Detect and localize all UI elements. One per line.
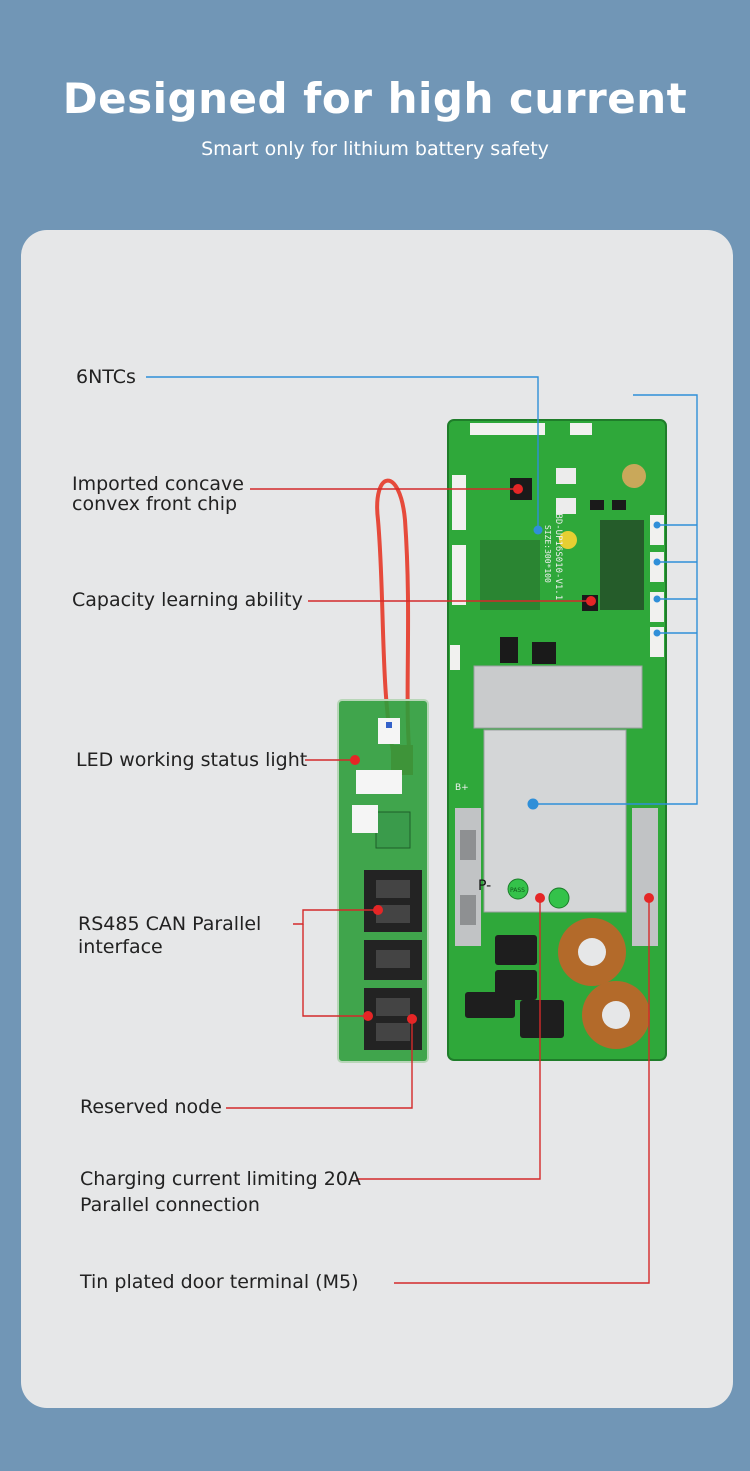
svg-text:JBD-UP16S010-V1.1: JBD-UP16S010-V1.1 bbox=[553, 508, 563, 600]
callout-led: LED working status light bbox=[76, 749, 308, 771]
callout-reserved: Reserved node bbox=[80, 1096, 222, 1118]
page-subtitle: Smart only for lithium battery safety bbox=[201, 138, 549, 160]
callout-tin-terminal: Tin plated door terminal (M5) bbox=[80, 1271, 359, 1293]
callout-ntc: 6NTCs bbox=[76, 366, 136, 388]
communication-board bbox=[337, 699, 429, 1063]
svg-text:P-: P- bbox=[478, 878, 491, 894]
ntc-wire bbox=[375, 478, 412, 761]
callout-capacity: Capacity learning ability bbox=[72, 589, 303, 611]
callout-charging-line1: Charging current limiting 20A bbox=[80, 1168, 361, 1190]
red-leader-lines bbox=[226, 488, 650, 1284]
callout-charging-line2: Parallel connection bbox=[80, 1194, 260, 1216]
callout-chip-line1: Imported concave bbox=[72, 473, 244, 495]
callout-rs485-line2: interface bbox=[78, 936, 163, 958]
ntc-marker-dots bbox=[527, 521, 661, 810]
svg-text:PASS: PASS bbox=[510, 887, 525, 894]
ntc-leader-lines bbox=[146, 376, 698, 805]
callout-rs485-line1: RS485 CAN Parallel bbox=[78, 913, 262, 935]
svg-text:SIZE:300*100: SIZE:300*100 bbox=[543, 525, 552, 583]
callout-chip-line2: convex front chip bbox=[72, 493, 238, 515]
page-title: Designed for high current bbox=[62, 74, 688, 123]
svg-text:B+: B+ bbox=[455, 783, 469, 793]
main-bms-board: JBD-UP16S010-V1.1 SIZE:300*100 P- B+ PAS… bbox=[447, 419, 667, 1061]
red-marker-dots bbox=[350, 484, 654, 1024]
